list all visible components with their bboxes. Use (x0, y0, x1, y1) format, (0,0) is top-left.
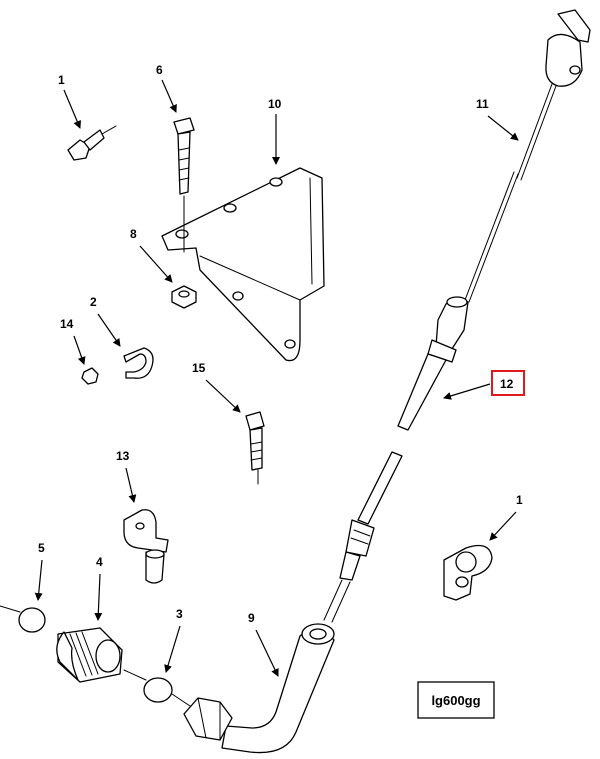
callout-7: 1 (58, 73, 81, 129)
callout-6: 6 (156, 63, 177, 113)
callout-5: 5 (34, 541, 45, 601)
callout-15: 15 (192, 361, 241, 413)
callout-8-label: 8 (130, 227, 137, 241)
callout-3-label: 3 (176, 607, 183, 621)
part-12-cable-sheath (323, 296, 469, 623)
callout-9: 9 (248, 611, 279, 677)
callout-5-label: 5 (38, 541, 45, 555)
callout-14-label: 14 (60, 317, 74, 331)
callout-12-label: 12 (500, 377, 514, 391)
part-5-o-ring (18, 607, 46, 633)
part-14-small-nut (81, 367, 99, 385)
callout-11-label: 11 (476, 97, 489, 111)
part-2-u-clip (123, 347, 154, 379)
callout-14: 14 (60, 317, 86, 365)
part-8-nut (171, 285, 197, 309)
callout-13: 13 (116, 449, 137, 503)
part-4-fitting (0, 605, 147, 683)
callout-6-label: 6 (156, 63, 163, 77)
callout-13-label: 13 (116, 449, 130, 463)
part-1-clip (443, 544, 493, 601)
callout-12-highlight-box (491, 370, 525, 396)
callout-1: 1 (489, 493, 523, 541)
callout-7-label: 1 (58, 73, 65, 87)
part-6-bolt (173, 117, 195, 253)
callout-10-label: 10 (268, 97, 282, 111)
part-10-bracket (161, 167, 325, 362)
callout-4-label: 4 (96, 555, 103, 569)
callout-2-label: 2 (90, 295, 97, 309)
part-9-bent-tube (183, 623, 335, 754)
callout-8: 8 (130, 227, 173, 283)
callout-4: 4 (94, 555, 103, 621)
part-13-l-bracket (123, 509, 169, 584)
part-15-bolt (245, 411, 265, 485)
callout-11: 11 (476, 97, 519, 141)
callout-3: 3 (164, 607, 183, 673)
callouts: 1 6 10 11 8 2 14 15 (34, 63, 525, 677)
callout-12: 12 (443, 370, 525, 400)
callout-1-label: 1 (516, 493, 523, 507)
figure-code-label: lg600gg (431, 693, 480, 708)
figure-code-box: lg600gg (417, 681, 495, 719)
part-11-cable-knob (464, 9, 591, 303)
part-7-small-bolt (67, 125, 117, 161)
callout-2: 2 (90, 295, 121, 347)
callout-9-label: 9 (248, 611, 255, 625)
callout-10: 10 (268, 97, 282, 165)
callout-15-label: 15 (192, 361, 206, 375)
part-3-o-ring (143, 677, 191, 707)
